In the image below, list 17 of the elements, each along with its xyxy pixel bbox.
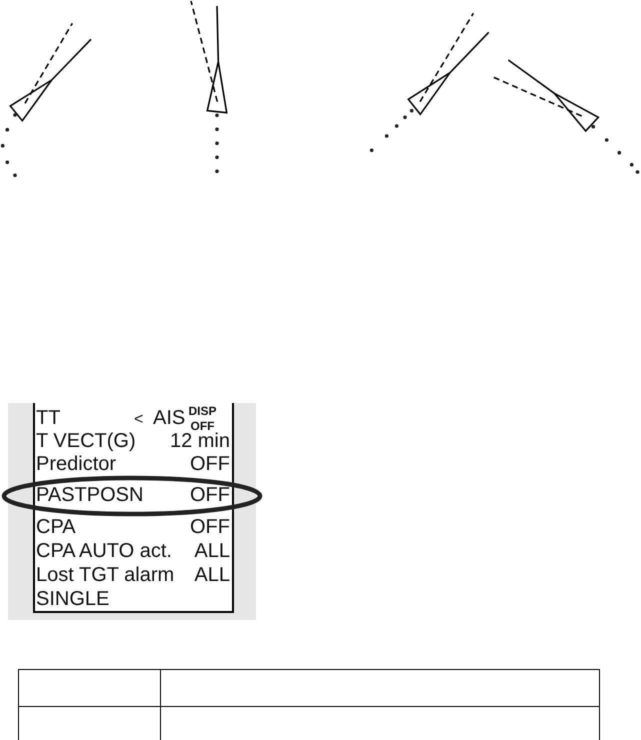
menu-text: < [134,410,144,430]
menu-value: OFF [190,485,230,506]
status-text: DISP OFF [187,404,216,433]
menu-item-label: PASTPOSN [36,485,144,506]
menu-value: ALL [194,541,230,562]
menu-item-label: SINGLE [36,589,110,610]
menu-item-label: CPA AUTO act. [36,541,172,562]
menu-value: OFF [190,517,230,538]
menu-item-label: T VECT(G) [36,431,136,452]
menu-value: ALL [194,565,230,586]
menu-value: OFF [190,454,230,475]
menu-text: AIS [153,408,186,429]
menu-title: TT [36,408,60,429]
menu-value: 12 min [170,431,230,452]
menu-item-label: Predictor [36,454,116,475]
menu-item-label: CPA [36,517,76,538]
menu-item-label: Lost TGT alarm [36,565,174,586]
